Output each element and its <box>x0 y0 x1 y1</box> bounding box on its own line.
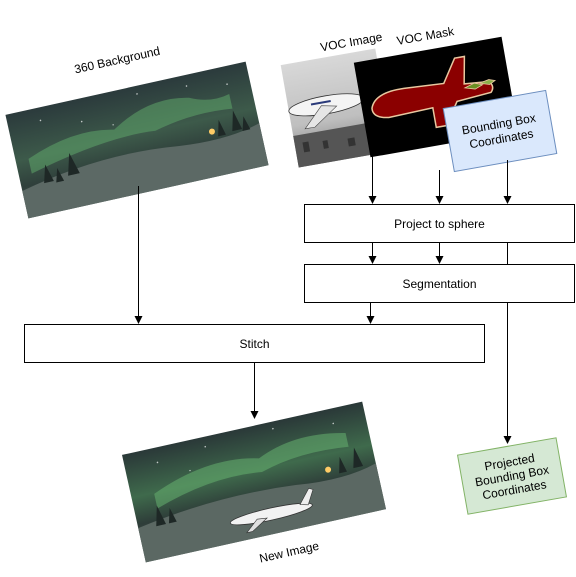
segmentation-box: Segmentation <box>304 264 575 303</box>
project-to-sphere-box: Project to sphere <box>304 204 575 243</box>
projected-bounding-box-box: Projected Bounding Box Coordinates <box>456 437 568 515</box>
background-360-image <box>5 61 269 219</box>
segmentation-label: Segmentation <box>402 277 476 291</box>
stitch-label: Stitch <box>239 337 269 351</box>
connectors <box>134 155 512 444</box>
stitch-box: Stitch <box>24 324 485 363</box>
new-image <box>122 401 386 563</box>
bounding-box-coordinates-box: Bounding Box Coordinates <box>442 89 558 173</box>
background-label: 360 Background <box>73 44 161 77</box>
project-to-sphere-label: Project to sphere <box>394 217 485 231</box>
new-image-label: New Image <box>258 539 321 566</box>
voc-mask-label: VOC Mask <box>396 24 457 48</box>
